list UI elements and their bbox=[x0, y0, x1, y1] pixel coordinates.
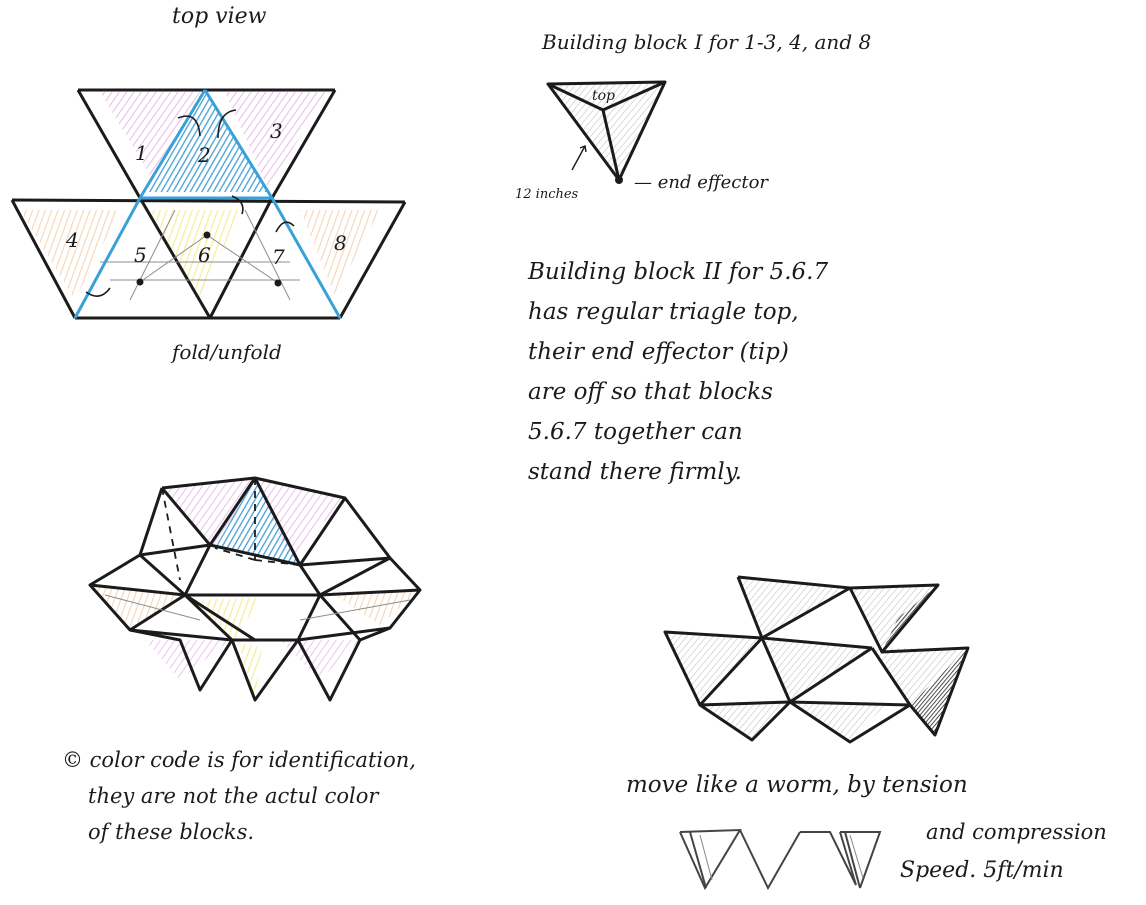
top-view-title: top view bbox=[172, 4, 266, 29]
panel-number-2: 2 bbox=[197, 143, 211, 167]
top-view-diagram bbox=[12, 90, 405, 318]
block-1-title: Building block I for 1-3, 4, and 8 bbox=[542, 30, 871, 54]
block-2-note-line: Building block II for 5.6.7 bbox=[528, 252, 828, 292]
top-view-caption: fold/unfold bbox=[172, 340, 282, 364]
motion-note-line-2: and compression bbox=[926, 820, 1107, 844]
panel-number-1: 1 bbox=[135, 141, 148, 165]
color-note-line: © color code is for identification, bbox=[62, 742, 416, 778]
color-note-line: of these blocks. bbox=[62, 814, 416, 850]
block-1-top-label: top bbox=[592, 88, 615, 104]
panel-number-6: 6 bbox=[198, 243, 211, 267]
panel-number-8: 8 bbox=[334, 231, 347, 255]
motion-note-line-3: Speed. 5ft/min bbox=[900, 858, 1064, 883]
block-2-note-line: 5.6.7 together can bbox=[528, 412, 828, 452]
panel-number-7: 7 bbox=[272, 245, 285, 269]
color-note: © color code is for identification, they… bbox=[62, 742, 416, 850]
worm-motion-diagram bbox=[680, 830, 880, 888]
panel-number-4: 4 bbox=[65, 228, 79, 252]
motion-note-line-1: move like a worm, by tension bbox=[626, 772, 968, 798]
panel-number-5: 5 bbox=[134, 243, 147, 267]
block-1-end-label: — end effector bbox=[634, 172, 769, 193]
worm-structure bbox=[665, 577, 968, 742]
block-2-note-line: stand there firmly. bbox=[528, 452, 828, 492]
block-2-note-line: are off so that blocks bbox=[528, 372, 828, 412]
block-2-note: Building block II for 5.6.7 has regular … bbox=[528, 252, 828, 492]
panel-4-fill bbox=[20, 210, 120, 300]
assembled-structure bbox=[90, 478, 420, 700]
color-note-line: they are not the actul color bbox=[62, 778, 416, 814]
block-2-note-line: has regular triagle top, bbox=[528, 292, 828, 332]
panel-number-3: 3 bbox=[270, 119, 283, 143]
block-2-note-line: their end effector (tip) bbox=[528, 332, 828, 372]
block-1-length-label: 12 inches bbox=[515, 187, 579, 202]
